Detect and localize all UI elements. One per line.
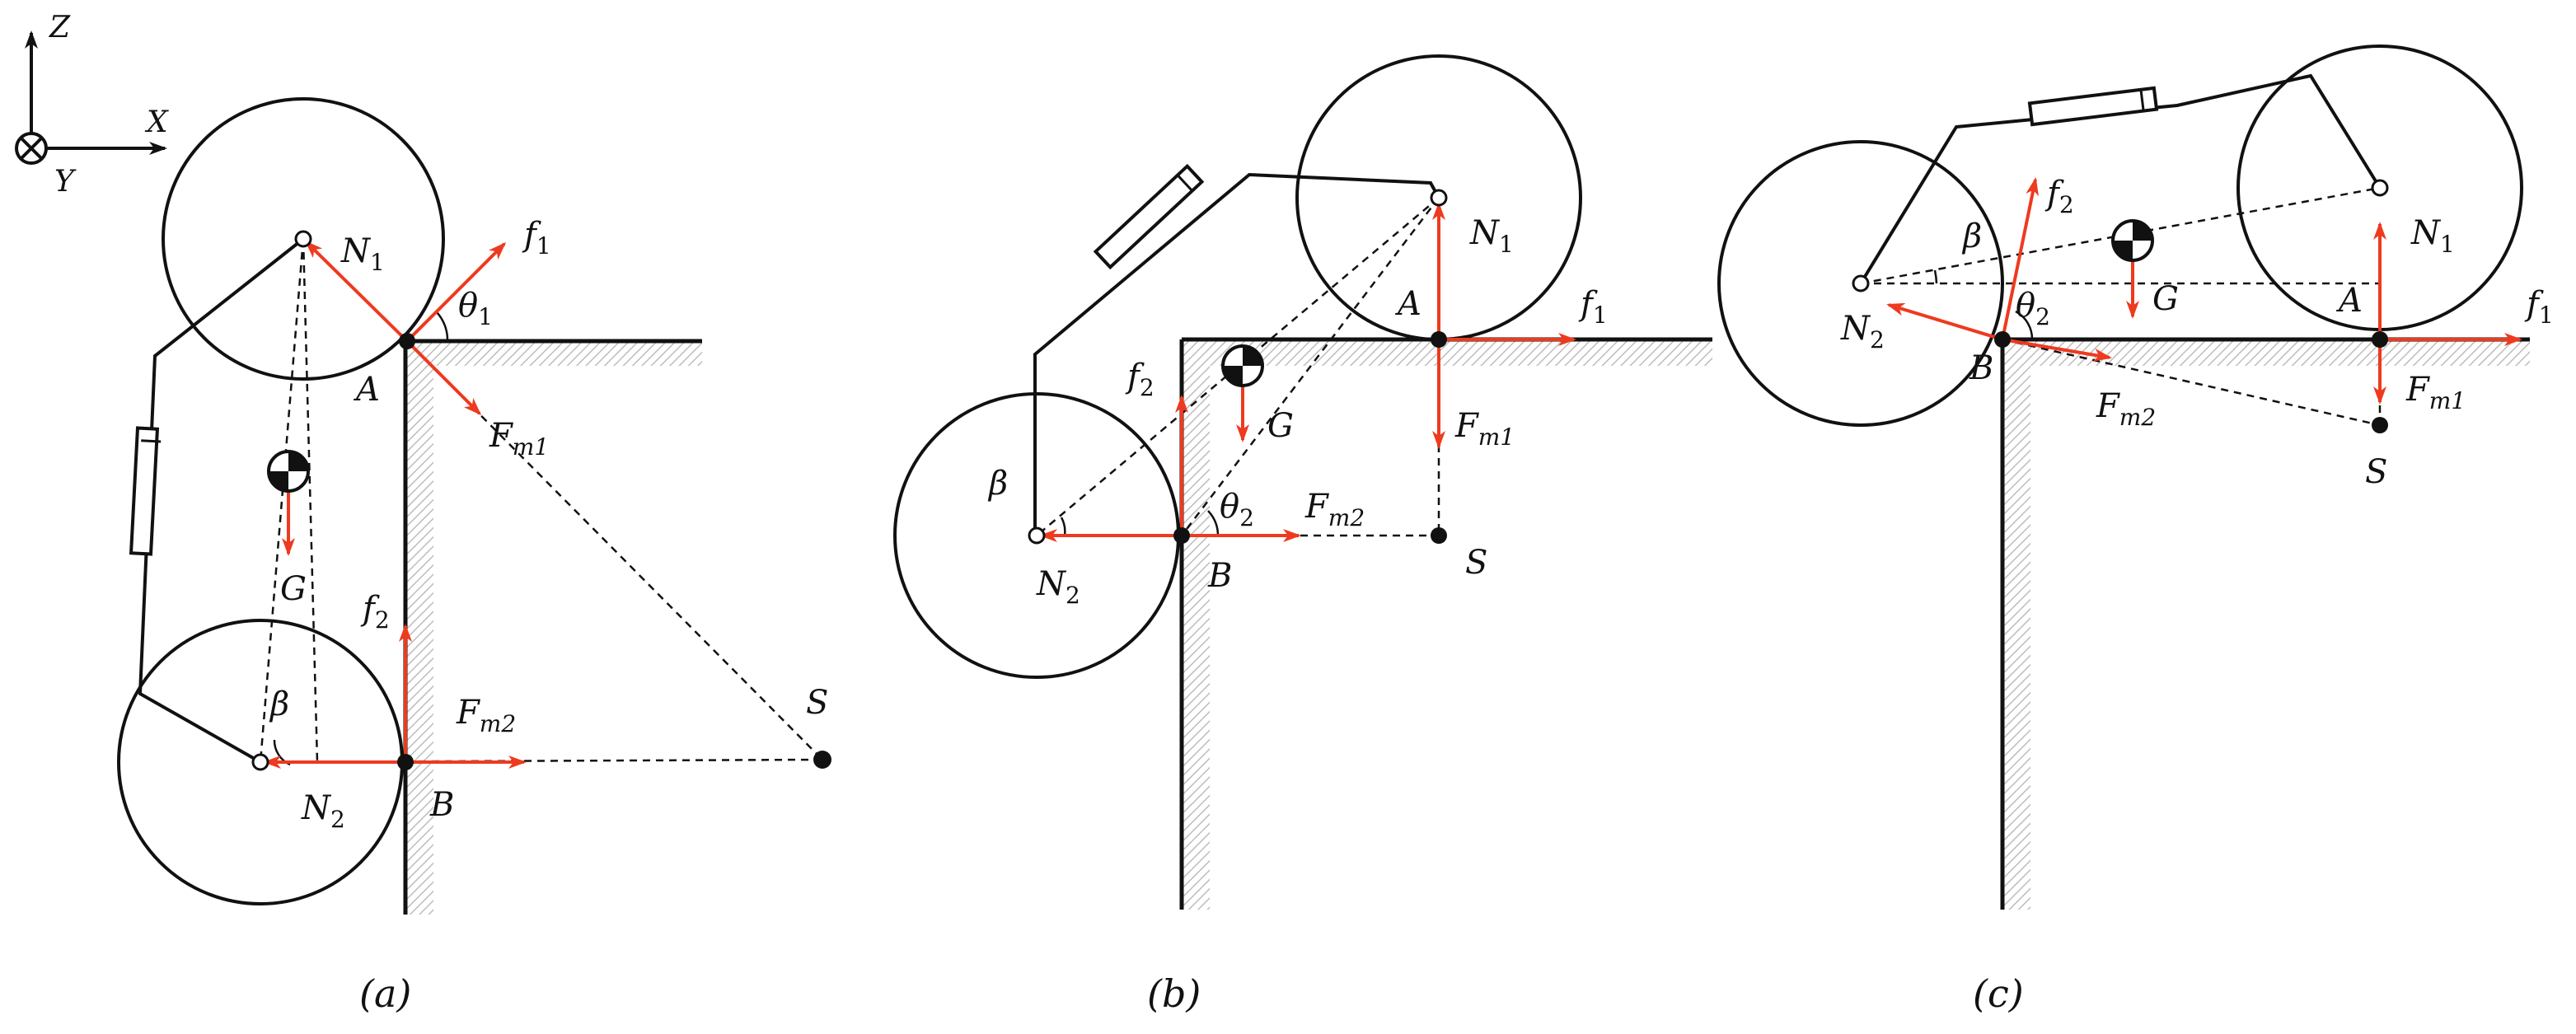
label-a: A — [1394, 285, 1421, 323]
wheel-center-n1 — [2371, 179, 2389, 197]
contact-point-b — [1173, 527, 1190, 544]
label-b: B — [1969, 349, 1993, 387]
label-g: G — [1267, 407, 1294, 445]
label-fm2: Fm2 — [2096, 387, 2156, 431]
normal-force-n2-arrow — [1886, 302, 2003, 341]
label-s: S — [2365, 453, 2387, 491]
label-fm2: Fm2 — [1304, 488, 1365, 531]
label-n1: N1 — [340, 232, 385, 276]
floor-hatching — [405, 341, 702, 366]
label-fm1: Fm1 — [489, 417, 549, 461]
label-a: A — [2335, 282, 2363, 320]
axis-x-label: X — [144, 105, 169, 139]
label-f1: f1 — [522, 216, 551, 260]
bottom-wheel — [1717, 140, 2004, 427]
caption-c: (c) — [1973, 971, 2024, 1016]
label-f2: f2 — [1125, 358, 1155, 401]
wall-hatching — [405, 346, 433, 915]
wheel-center-n2 — [1028, 526, 1046, 545]
caption-a: (a) — [359, 971, 411, 1016]
panel-a: N1 f1 θ1 A Fm1 G f2 Fm2 β N2 B S (a) — [117, 97, 831, 1016]
floor-hatching — [1182, 341, 1712, 366]
contact-point-b — [397, 754, 414, 770]
label-f1: f1 — [2524, 285, 2554, 329]
label-f2: f2 — [360, 590, 390, 634]
wheel-center-n2 — [1852, 274, 1870, 292]
label-b: B — [429, 786, 454, 824]
label-beta: β — [269, 685, 289, 723]
caption-b: (b) — [1147, 971, 1201, 1016]
contact-point-b — [1994, 331, 2011, 348]
point-s — [813, 751, 831, 769]
friction-f2-arrow — [2001, 177, 2039, 340]
robot-body-link — [138, 237, 305, 764]
robot-body-link — [1033, 172, 1440, 536]
label-theta2: θ2 — [2016, 287, 2050, 330]
label-n1: N1 — [2410, 214, 2455, 258]
label-g: G — [2152, 280, 2179, 318]
label-g: G — [280, 570, 307, 608]
panel-c: N1 A f1 Fm1 S f2 β G θ2 N2 B Fm2 (c) — [1717, 44, 2554, 1016]
wall-hatching — [1182, 341, 1210, 910]
axis-y-label: Y — [54, 165, 77, 199]
center-of-mass-icon — [267, 450, 310, 493]
label-theta2: θ2 — [1220, 488, 1254, 531]
wheel-center-n1 — [1430, 189, 1448, 207]
label-s: S — [806, 684, 828, 722]
center-of-mass-icon — [1221, 344, 1264, 387]
label-n2: N2 — [1036, 565, 1080, 609]
axis-z-label: Z — [49, 11, 71, 44]
label-fm1: Fm1 — [2405, 371, 2466, 414]
magnetic-force-fm2-arrow — [2002, 338, 2112, 362]
label-n2: N2 — [1840, 310, 1885, 353]
label-b: B — [1207, 557, 1232, 595]
label-f2: f2 — [2044, 175, 2074, 218]
normal-force-n1-arrow — [304, 240, 409, 343]
label-fm1: Fm1 — [1454, 407, 1515, 451]
friction-f1-arrow — [405, 241, 507, 343]
contact-point-a — [399, 333, 415, 349]
coordinate-axes: Z X Y — [15, 11, 169, 199]
label-n1: N1 — [1469, 214, 1514, 258]
label-theta1: θ1 — [458, 287, 493, 330]
linear-actuator — [2027, 86, 2159, 127]
label-n2: N2 — [301, 789, 345, 833]
linear-actuator — [1093, 163, 1205, 270]
wheel-center-n2 — [251, 753, 269, 771]
label-a: A — [353, 371, 380, 409]
label-beta: β — [987, 465, 1008, 503]
label-f1: f1 — [1578, 285, 1608, 329]
panel-b: N1 A f1 Fm1 f2 G θ2 Fm2 β N2 B S (b) — [893, 54, 1712, 1016]
label-beta: β — [1961, 218, 1982, 255]
label-fm2: Fm2 — [456, 694, 516, 737]
wheel-center-n1 — [294, 230, 312, 248]
center-of-mass-icon — [2111, 219, 2154, 262]
point-s — [1431, 527, 1447, 544]
magnetic-force-fm1-arrow — [405, 339, 482, 416]
linear-actuator — [129, 426, 160, 556]
contact-point-a — [1431, 331, 1447, 348]
label-s: S — [1465, 544, 1487, 582]
contact-point-a — [2372, 331, 2388, 348]
point-s — [2372, 417, 2388, 433]
top-wheel — [162, 97, 445, 381]
wall-hatching — [2002, 341, 2030, 910]
robot-body-link — [1859, 73, 2382, 285]
